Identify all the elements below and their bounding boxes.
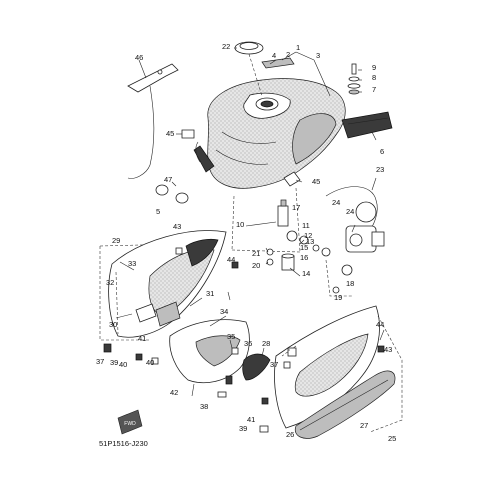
callout-34: 34	[220, 307, 228, 316]
callout-3: 3	[316, 51, 320, 60]
callout-33: 33	[128, 259, 136, 268]
callout-35: 35	[227, 332, 235, 341]
callout-17: 17	[292, 203, 300, 212]
callout-20: 20	[252, 261, 260, 270]
callout-9: 9	[372, 63, 376, 72]
callout-41: 41	[138, 334, 146, 343]
callout-44: 44	[227, 255, 235, 264]
callout-37: 37	[270, 360, 278, 369]
clip	[181, 129, 195, 139]
callout-15: 15	[300, 243, 308, 252]
bolt-stack	[347, 63, 361, 95]
callout-14: 14	[302, 269, 310, 278]
fasteners	[103, 247, 385, 433]
carburetor	[325, 186, 385, 297]
diagram-code: 51P1516-J230	[99, 439, 148, 448]
callout-38: 38	[200, 402, 208, 411]
callout-12: 12	[304, 231, 312, 240]
callout-31: 31	[206, 289, 214, 298]
fuel-tank	[193, 78, 346, 189]
callout-24: 24	[332, 198, 340, 207]
callout-40: 40	[146, 358, 154, 367]
callout-22: 22	[222, 42, 230, 51]
fwd-label: FWD	[124, 421, 136, 427]
callout-7: 7	[372, 85, 376, 94]
side-cover-lower	[169, 319, 271, 397]
leader-lines	[115, 47, 385, 357]
callout-11: 11	[302, 221, 310, 230]
callout-21: 21	[252, 249, 260, 258]
callout-29: 29	[112, 236, 120, 245]
callout-26: 26	[286, 430, 294, 439]
pad	[341, 111, 393, 139]
callout-39: 39	[239, 424, 247, 433]
callout-42: 42	[170, 388, 178, 397]
callout-39: 39	[110, 358, 118, 367]
gasket	[261, 57, 295, 69]
callout-30: 30	[109, 320, 117, 329]
callout-43: 43	[173, 222, 181, 231]
callout-1: 1	[296, 43, 300, 52]
callout-44: 44	[376, 320, 384, 329]
callout-41: 41	[247, 415, 255, 424]
callout-43: 43	[384, 345, 392, 354]
callout-2: 2	[286, 50, 290, 59]
side-cover-left	[108, 230, 227, 338]
callout-24: 24	[346, 207, 354, 216]
fuel-cock	[266, 199, 331, 271]
callout-36: 36	[244, 339, 252, 348]
callout-27: 27	[360, 421, 368, 430]
damper-b	[175, 192, 189, 204]
callout-10: 10	[236, 220, 244, 229]
callout-16: 16	[300, 253, 308, 262]
bracket-rod	[127, 63, 179, 179]
callout-45: 45	[312, 177, 320, 186]
callout-23: 23	[376, 165, 384, 174]
clip-b	[283, 171, 301, 187]
callout-6: 6	[380, 147, 384, 156]
callout-5: 5	[156, 207, 160, 216]
callout-4: 4	[272, 51, 276, 60]
callout-25: 25	[388, 434, 396, 443]
callout-45: 45	[166, 129, 174, 138]
callout-47: 47	[164, 175, 172, 184]
callout-8: 8	[372, 73, 376, 82]
callout-13: 13	[306, 237, 314, 246]
callout-40: 40	[119, 360, 127, 369]
callout-18: 18	[346, 279, 354, 288]
damper	[155, 184, 169, 196]
callout-46: 46	[135, 53, 143, 62]
callout-28: 28	[262, 339, 270, 348]
callout-37: 37	[96, 357, 104, 366]
fuel-cap	[234, 41, 264, 97]
side-cover-right	[274, 305, 396, 439]
callout-19: 19	[334, 293, 342, 302]
callout-32: 32	[106, 278, 114, 287]
fwd-badge: FWD	[117, 409, 143, 435]
